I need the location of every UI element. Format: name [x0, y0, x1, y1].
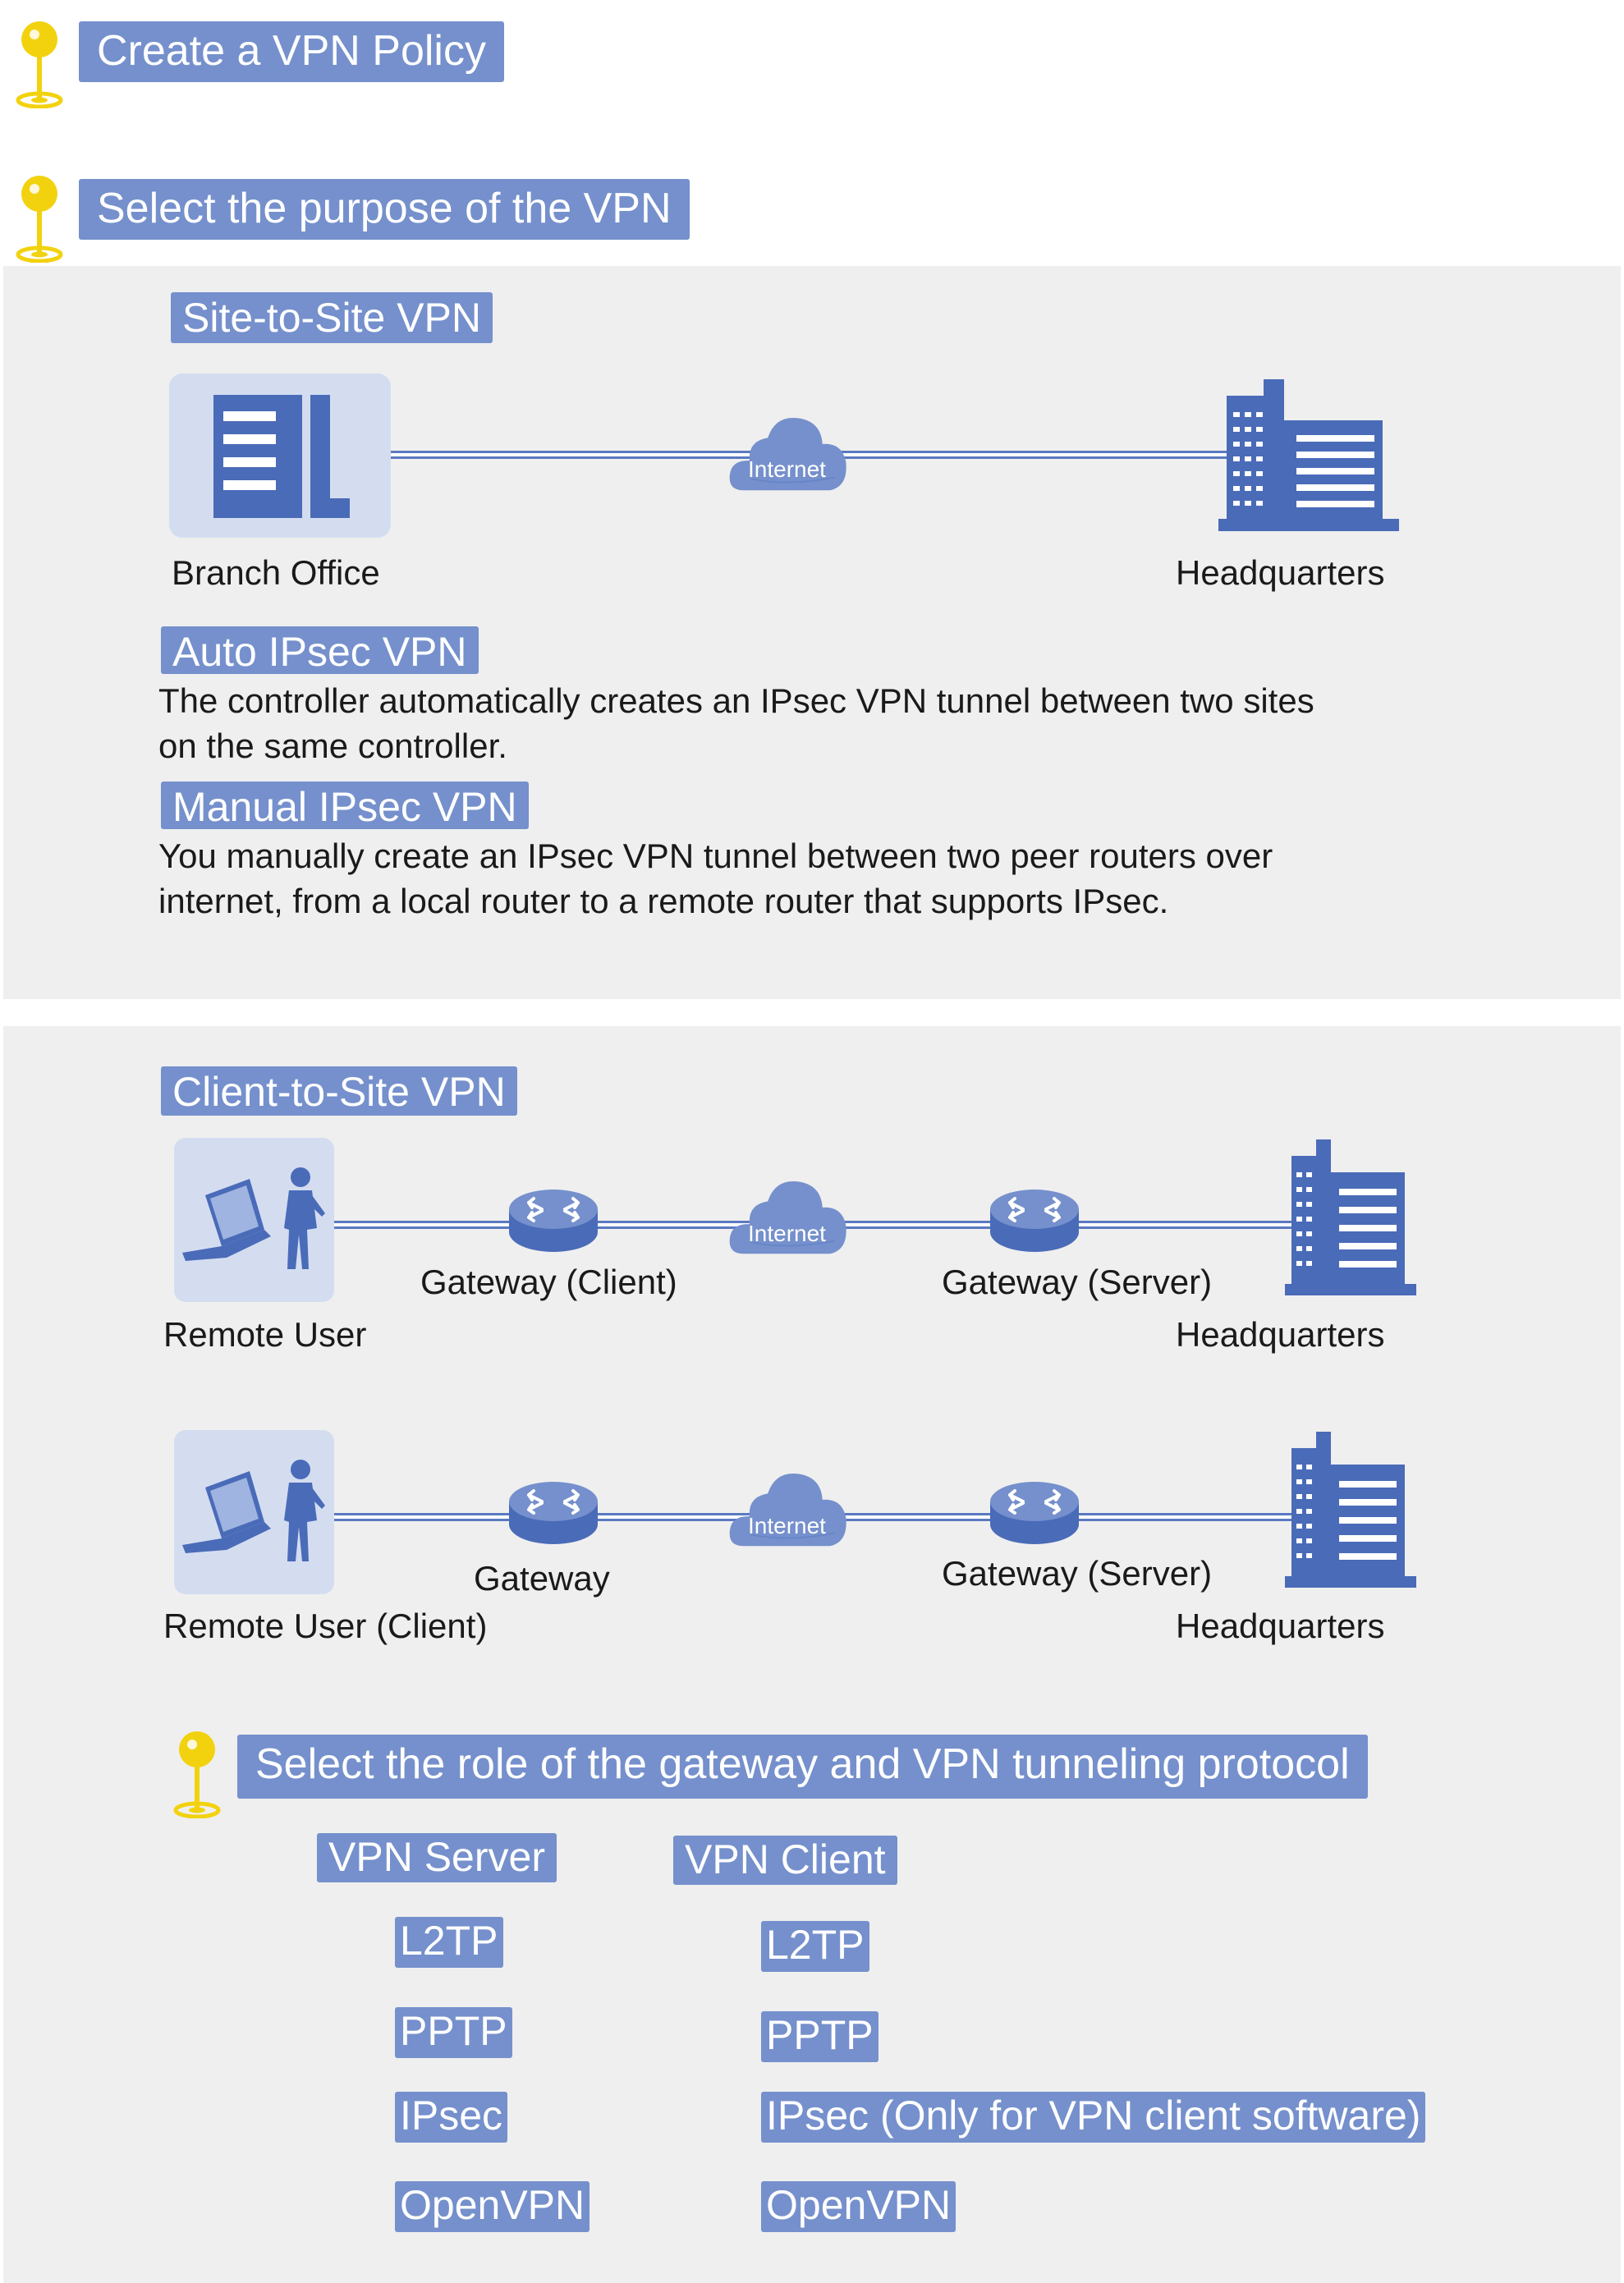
auto-ipsec-desc-line2: on the same controller. — [158, 727, 507, 765]
gateway-server-label: Gateway (Server) — [942, 1263, 1213, 1301]
auto-ipsec-title: Auto IPsec VPN — [161, 626, 479, 675]
gateway-server-label: Gateway (Server) — [942, 1554, 1213, 1593]
step-select-role: Select the role of the gateway and VPN t… — [237, 1735, 1368, 1799]
client-protocol-openvpn: OpenVPN — [761, 2181, 957, 2232]
headquarters-label: Headquarters — [1176, 1607, 1385, 1645]
internet-label: Internet — [748, 1513, 826, 1538]
client-to-site-title: Client-to-Site VPN — [161, 1066, 517, 1116]
internet-label: Internet — [748, 456, 826, 482]
branch-office-label: Branch Office — [172, 553, 380, 592]
gateway-client-label: Gateway (Client) — [420, 1263, 677, 1301]
gateway-label: Gateway — [474, 1559, 610, 1598]
location-pin-icon — [15, 172, 64, 263]
manual-ipsec-desc-line1: You manually create an IPsec VPN tunnel … — [158, 837, 1273, 875]
step-create-vpn-policy: Create a VPN Policy — [79, 21, 504, 82]
server-protocol-openvpn: OpenVPN — [395, 2181, 590, 2232]
internet-label: Internet — [748, 1221, 826, 1246]
remote-user-icon — [174, 1430, 334, 1594]
server-protocol-l2tp: L2TP — [395, 1917, 503, 1968]
gateway-router-icon — [504, 1477, 603, 1551]
client-protocol-pptp: PPTP — [761, 2011, 879, 2062]
headquarters-building-icon — [1285, 1139, 1416, 1295]
site-to-site-title: Site-to-Site VPN — [171, 292, 493, 343]
location-pin-icon — [15, 18, 64, 108]
client-protocol-l2tp: L2TP — [761, 1921, 869, 1972]
remote-user-icon — [174, 1138, 334, 1302]
server-protocol-ipsec: IPsec — [395, 2092, 508, 2143]
headquarters-building-icon — [1218, 379, 1399, 531]
headquarters-building-icon — [1285, 1432, 1416, 1588]
remote-user-label: Remote User — [163, 1315, 367, 1354]
gateway-router-icon — [985, 1477, 1084, 1551]
location-pin-icon — [172, 1728, 222, 1818]
step-select-purpose: Select the purpose of the VPN — [79, 179, 690, 240]
client-protocol-ipsec: IPsec (Only for VPN client software) — [761, 2092, 1426, 2143]
branch-office-icon — [168, 374, 392, 538]
auto-ipsec-desc-line1: The controller automatically creates an … — [158, 681, 1314, 720]
headquarters-label: Headquarters — [1176, 1315, 1385, 1354]
manual-ipsec-desc-line2: internet, from a local router to a remot… — [158, 882, 1169, 920]
server-protocol-pptp: PPTP — [395, 2007, 512, 2058]
vpn-server-title: VPN Server — [317, 1833, 557, 1882]
gateway-router-icon — [504, 1185, 603, 1258]
vpn-client-title: VPN Client — [673, 1836, 897, 1885]
remote-user-client-label: Remote User (Client) — [163, 1607, 488, 1645]
gateway-router-icon — [985, 1185, 1084, 1258]
manual-ipsec-title: Manual IPsec VPN — [161, 782, 529, 830]
headquarters-label: Headquarters — [1176, 553, 1385, 592]
